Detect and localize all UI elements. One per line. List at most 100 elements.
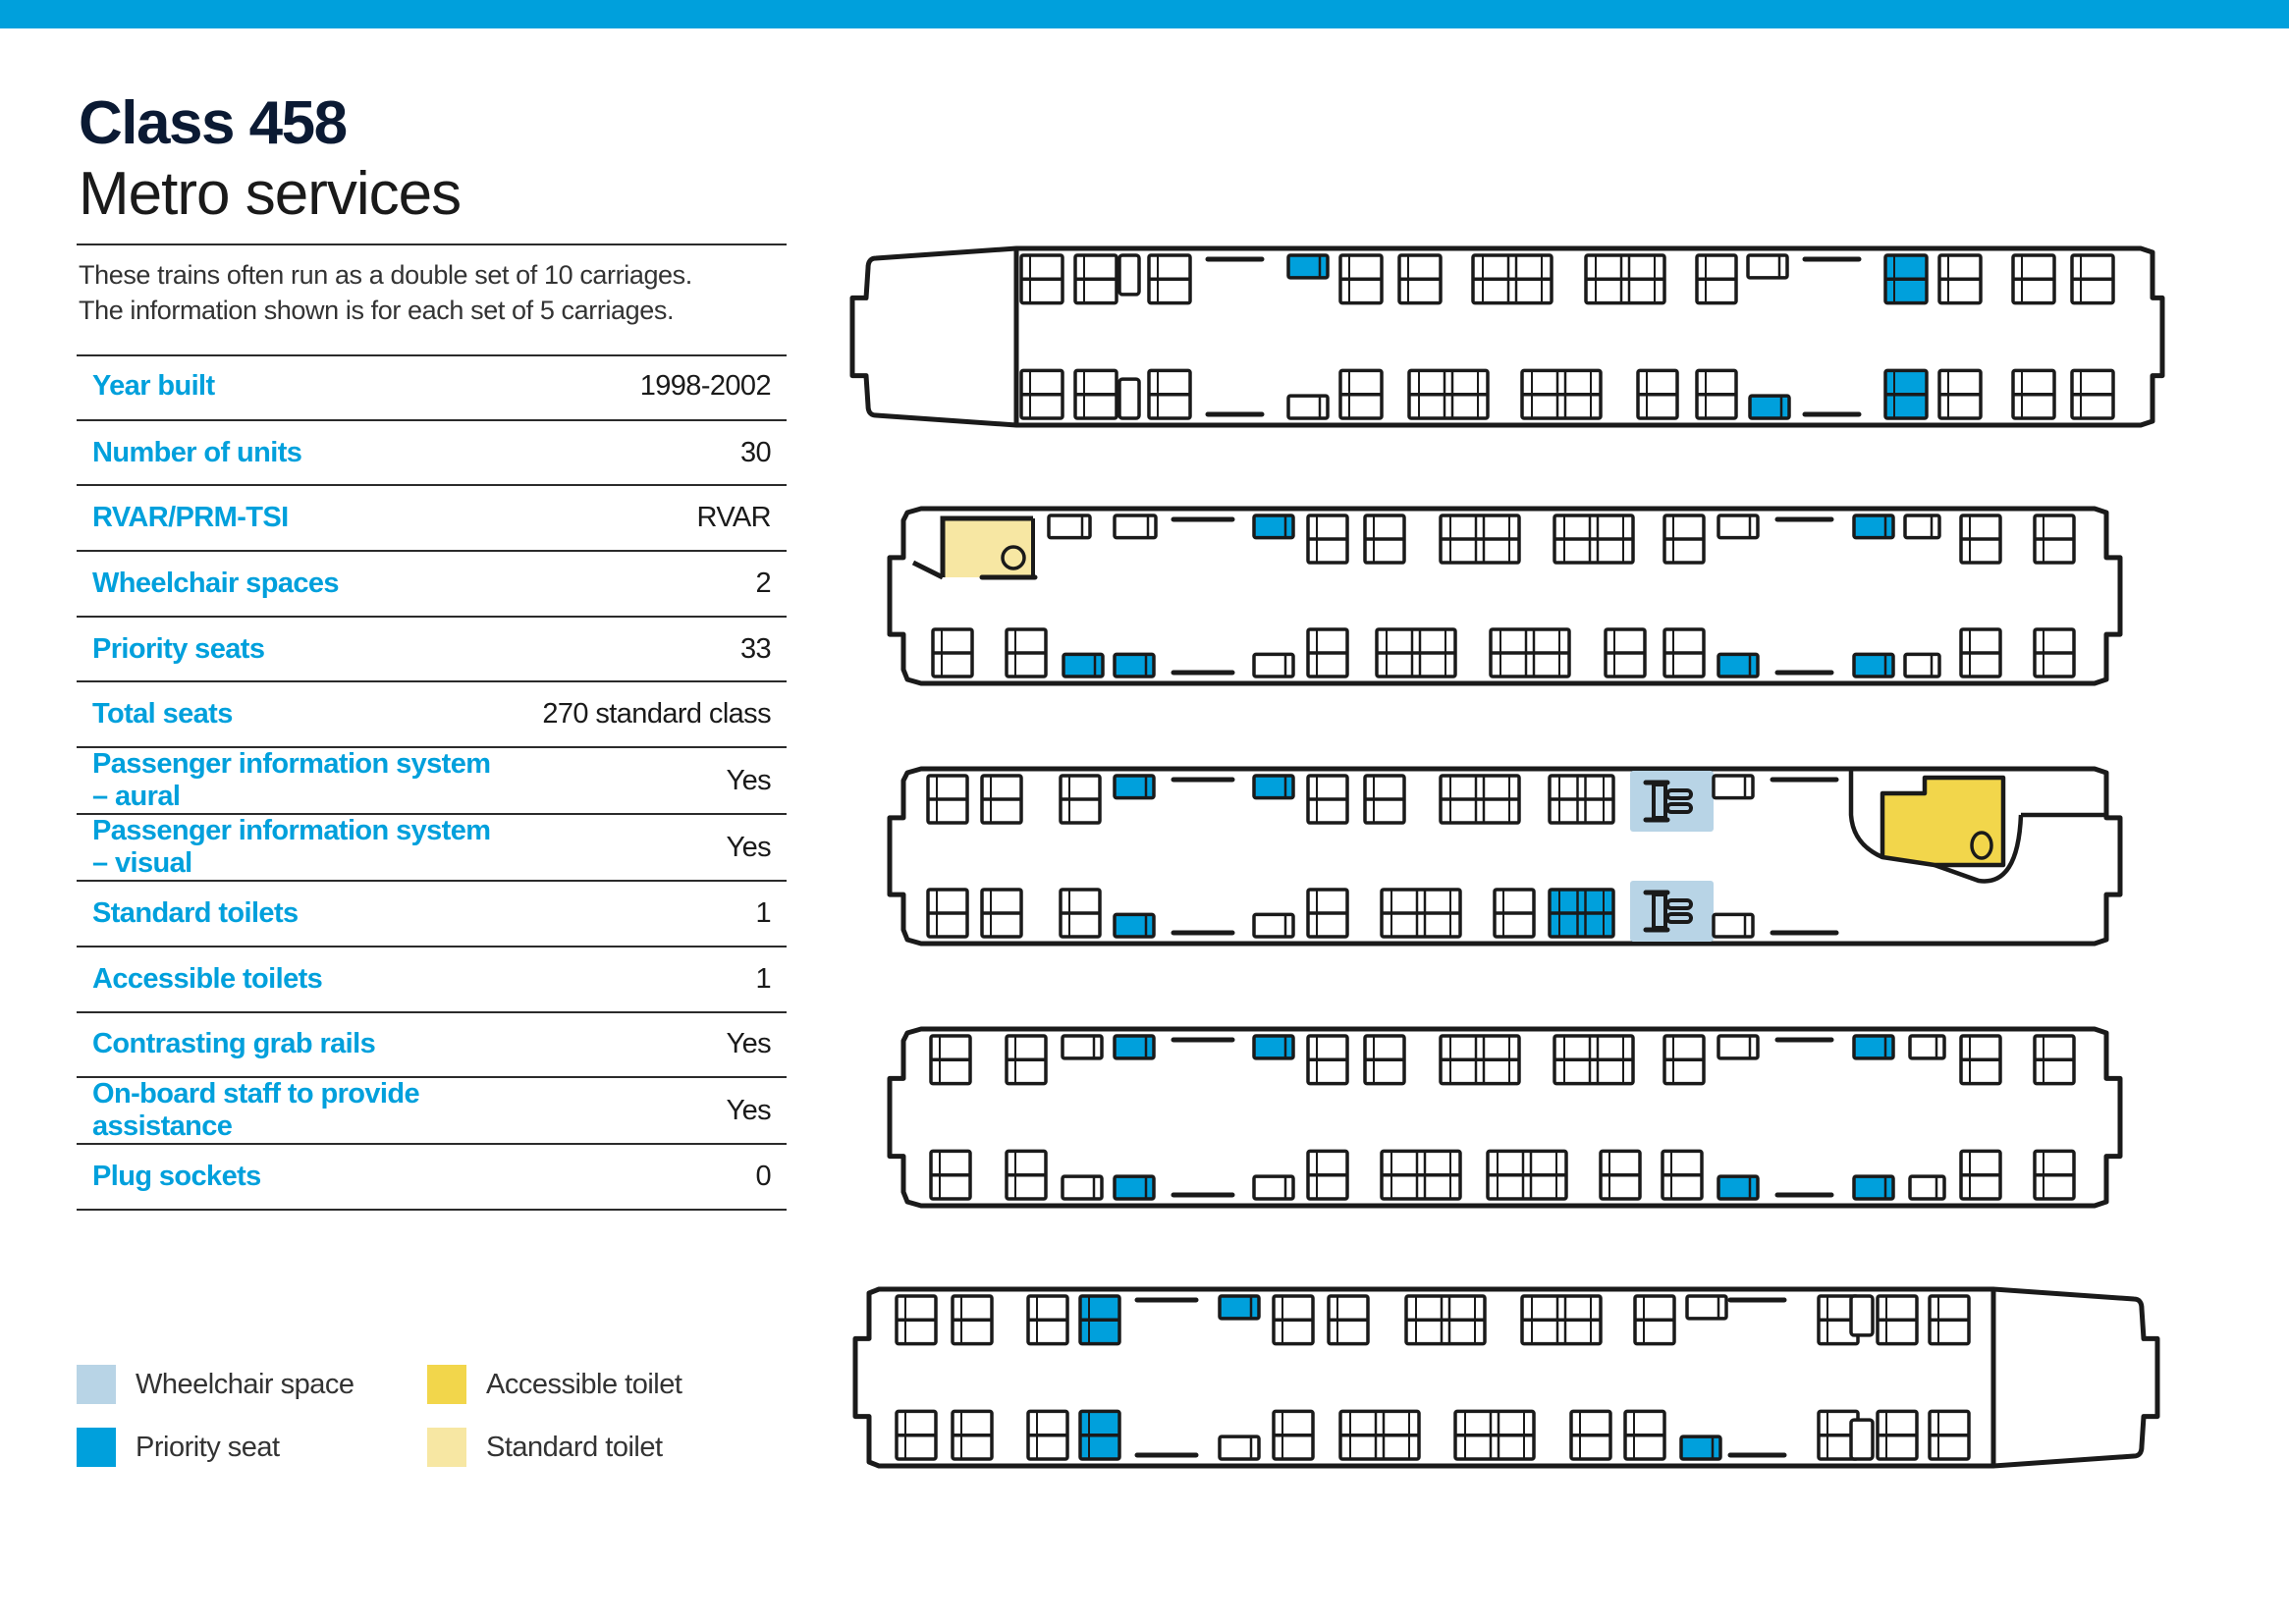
- spec-value: 1: [755, 896, 771, 929]
- seat: [929, 1149, 972, 1201]
- seat: [1117, 253, 1141, 297]
- spec-value: 30: [739, 436, 772, 468]
- seat: [1026, 1294, 1069, 1346]
- priority-seat: [1883, 253, 1929, 305]
- page-title: Class 458: [79, 89, 348, 157]
- seat: [2033, 1149, 2076, 1201]
- seat: [1005, 627, 1048, 678]
- priority-seat: [1062, 652, 1105, 678]
- spec-value: RVAR: [696, 502, 772, 534]
- seat: [2033, 627, 2076, 678]
- spec-value: 1: [755, 962, 771, 995]
- seat: [1404, 1294, 1487, 1346]
- seat: [1306, 1149, 1349, 1201]
- seat: [1928, 1294, 1971, 1346]
- seat: [1306, 888, 1349, 939]
- priority-seat: [1883, 368, 1929, 420]
- toilet-bowl-icon: [1970, 831, 1993, 860]
- standard-toilet: [911, 515, 1038, 580]
- wheelchair-space: [1630, 881, 1714, 942]
- seat: [1548, 774, 1615, 825]
- seat: [1019, 253, 1064, 305]
- seat: [1306, 1034, 1349, 1086]
- table-row: Contrasting grab rails Yes: [77, 1012, 787, 1078]
- carriage-outline: [887, 766, 2123, 947]
- priority-seat: [1286, 253, 1330, 280]
- seat: [1252, 1174, 1295, 1201]
- seat: [1746, 253, 1789, 280]
- seat: [1712, 912, 1755, 939]
- seat: [1272, 1294, 1315, 1346]
- priority-seat: [1113, 774, 1156, 800]
- carriage-outline: [887, 506, 2123, 686]
- seat: [1252, 652, 1295, 678]
- seat: [1338, 368, 1384, 420]
- seat: [1959, 627, 2002, 678]
- seat: [2070, 368, 2115, 420]
- carriage-5: [852, 1286, 2160, 1469]
- spec-label: Contrasting grab rails: [92, 1028, 376, 1060]
- seat: [2033, 1034, 2076, 1086]
- seat: [1073, 368, 1118, 420]
- carriage-4: [887, 1026, 2123, 1209]
- seat: [1712, 774, 1755, 800]
- seat: [1252, 912, 1295, 939]
- seat: [1047, 514, 1092, 540]
- priority-seat: [1113, 652, 1156, 678]
- priority-seat: [1852, 1034, 1895, 1060]
- seat: [1061, 1034, 1104, 1060]
- spec-label: Standard toilets: [92, 896, 299, 929]
- title-block: Class 458 Metro services: [79, 88, 462, 230]
- spec-label: Accessible toilets: [92, 962, 323, 995]
- seat: [1717, 514, 1760, 540]
- legend-label: Accessible toilet: [486, 1368, 682, 1400]
- seat: [1338, 1409, 1421, 1461]
- seat: [1695, 253, 1738, 305]
- seat: [1633, 1294, 1676, 1346]
- seat: [1286, 394, 1330, 420]
- seat: [1661, 1149, 1704, 1201]
- seat: [1272, 1409, 1315, 1461]
- legend: Wheelchair space Accessible toilet Prior…: [77, 1365, 764, 1492]
- spec-label: On-board staff to provide assistance: [92, 1078, 420, 1143]
- priority-seat-swatch: [77, 1428, 116, 1467]
- legend-label: Priority seat: [136, 1431, 280, 1463]
- seat: [1553, 514, 1635, 565]
- spec-value: Yes: [726, 1028, 771, 1060]
- spec-value: Yes: [726, 764, 771, 796]
- spec-label: Wheelchair spaces: [92, 567, 340, 599]
- seat: [2011, 253, 2056, 305]
- spec-label: Number of units: [92, 436, 302, 468]
- seat: [1471, 253, 1553, 305]
- spec-label: Year built: [92, 370, 215, 403]
- priority-seat: [1717, 1174, 1760, 1201]
- legend-label: Standard toilet: [486, 1431, 663, 1463]
- seat: [1584, 253, 1666, 305]
- seat: [1493, 888, 1536, 939]
- carriage-3: [887, 766, 2123, 947]
- spec-label: Total seats: [92, 698, 233, 731]
- wheelchair-space: [1630, 771, 1714, 832]
- seat: [1363, 514, 1406, 565]
- accessible-toilet-swatch: [427, 1365, 466, 1404]
- standard-toilet-swatch: [427, 1428, 466, 1467]
- seat: [1059, 774, 1102, 825]
- seat: [951, 1409, 994, 1461]
- seat: [1439, 514, 1521, 565]
- seat: [951, 1294, 994, 1346]
- seat: [1489, 627, 1571, 678]
- intro-text: These trains often run as a double set o…: [79, 257, 692, 328]
- seat: [1876, 1409, 1919, 1461]
- seat: [1685, 1294, 1728, 1321]
- seat: [1375, 627, 1457, 678]
- seat: [1061, 1174, 1104, 1201]
- spec-value: 0: [755, 1161, 771, 1193]
- seat: [1662, 514, 1706, 565]
- seat: [1662, 627, 1706, 678]
- seat: [1959, 514, 2002, 565]
